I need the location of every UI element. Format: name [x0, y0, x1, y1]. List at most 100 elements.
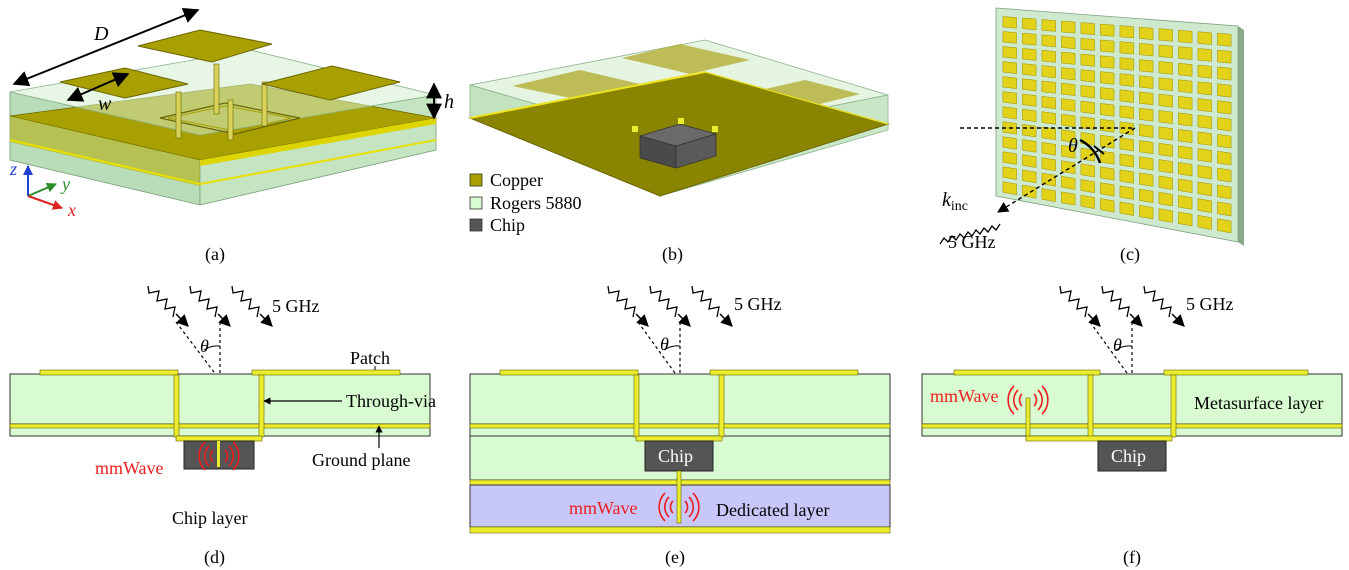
- unit-cell: [1217, 32, 1232, 47]
- unit-cell: [1100, 23, 1115, 37]
- unit-cell: [1022, 32, 1037, 46]
- unit-cell: [1080, 194, 1095, 209]
- unit-cell: [1041, 65, 1056, 79]
- unit-cell: [1178, 178, 1193, 193]
- unit-cell: [1178, 195, 1193, 210]
- unit-cell: [1100, 182, 1115, 197]
- unit-cell: [1002, 151, 1017, 165]
- unit-cell: [1158, 61, 1173, 75]
- unit-cell: [1139, 26, 1154, 40]
- substrate-f: [921, 373, 1343, 425]
- unit-cell: [1002, 31, 1017, 44]
- theta-label-e: θ: [660, 334, 669, 354]
- incident-wave: [1059, 285, 1088, 318]
- incident-wave: [189, 285, 218, 318]
- panel-a-unit-cell: D w h z y x (a): [9, 7, 454, 265]
- freq-label-d: 5 GHz: [272, 296, 320, 316]
- incident-waves-d: [147, 285, 273, 327]
- caption-a: (a): [205, 244, 225, 265]
- mmwave-arc: [688, 496, 694, 518]
- unit-cell: [1178, 62, 1193, 77]
- unit-cell: [1217, 150, 1232, 166]
- unit-cell: [1178, 162, 1193, 177]
- mmwave-arc: [1007, 385, 1015, 415]
- incident-arrow: [1129, 313, 1143, 327]
- unit-cell: [1139, 124, 1154, 138]
- unit-cell: [1002, 61, 1017, 74]
- coordinate-axes: z y x: [9, 159, 76, 220]
- axis-y-label: y: [60, 174, 70, 194]
- incident-wave: [649, 285, 678, 318]
- legend-label-copper: Copper: [490, 170, 543, 190]
- legend-swatch-rogers: [469, 196, 483, 210]
- unit-cell: [1061, 51, 1076, 65]
- unit-cell: [1217, 134, 1232, 149]
- unit-cell: [1100, 166, 1115, 181]
- unit-cell: [1061, 160, 1076, 175]
- unit-cell: [1158, 159, 1173, 174]
- patch-d-right: [251, 369, 401, 376]
- unit-cell: [1217, 83, 1232, 98]
- unit-cell: [1197, 48, 1212, 62]
- axis-z-label: z: [9, 159, 17, 179]
- theta-label-f: θ: [1113, 335, 1122, 355]
- unit-cell: [1100, 198, 1115, 213]
- unit-cell: [1197, 131, 1212, 146]
- unit-cell: [1080, 179, 1095, 194]
- mmwave-arc: [228, 445, 234, 467]
- unit-cell: [1002, 166, 1017, 180]
- unit-cell: [1002, 181, 1017, 196]
- unit-cell: [1119, 89, 1134, 103]
- unit-cell: [1119, 25, 1134, 39]
- unit-cell: [1080, 53, 1095, 67]
- unit-cell: [1178, 129, 1193, 144]
- unit-cell: [1041, 188, 1056, 202]
- unit-cell: [1217, 201, 1232, 217]
- panel-b-bottom-view: Copper Rogers 5880 Chip (b): [468, 39, 890, 265]
- incident-arrow: [1171, 313, 1185, 327]
- unit-cell: [1158, 77, 1173, 91]
- metasurface-board: [995, 7, 1239, 243]
- unit-cell: [1022, 63, 1037, 76]
- unit-cell: [1158, 142, 1173, 157]
- chip-layer-label: Chip layer: [172, 508, 247, 528]
- unit-cell: [1100, 71, 1115, 85]
- unit-cell: [1022, 93, 1037, 107]
- incident-wave: [607, 285, 636, 318]
- unit-cell: [1002, 46, 1017, 59]
- mmwave-label-d: mmWave: [95, 458, 164, 478]
- unit-cell: [1080, 69, 1095, 83]
- legend-swatch-chip: [469, 218, 483, 232]
- theta-label-c: θ: [1068, 135, 1078, 157]
- unit-cell: [1139, 91, 1154, 106]
- unit-cell: [1022, 78, 1037, 92]
- unit-cell: [1100, 134, 1115, 149]
- incident-arrow: [635, 313, 649, 327]
- mmwave-arc: [198, 441, 206, 471]
- k-inc-label: kinc: [942, 189, 968, 214]
- unit-cell: [1178, 112, 1193, 127]
- mmwave-arc: [684, 500, 689, 514]
- legend: Copper Rogers 5880 Chip: [469, 170, 582, 235]
- unit-cell: [1197, 64, 1212, 79]
- chip-f: [1097, 440, 1167, 472]
- unit-cell: [1119, 185, 1134, 200]
- unit-cell: [1080, 37, 1095, 51]
- unit-cell: [1100, 87, 1115, 101]
- unit-cell: [1178, 79, 1193, 94]
- dimension-D-label: D: [93, 23, 109, 45]
- unit-cell: [1119, 137, 1134, 152]
- mmwave-arc: [1041, 385, 1049, 415]
- dedicated-layer-label: Dedicated layer: [716, 500, 829, 520]
- unit-cell: [1139, 140, 1154, 155]
- mmwave-arc: [224, 449, 229, 463]
- unit-cell: [1100, 39, 1115, 53]
- caption-e: (e): [665, 547, 685, 568]
- incident-arrow: [719, 313, 733, 327]
- unit-cell: [1041, 34, 1056, 48]
- unit-cell: [1041, 126, 1056, 141]
- unit-cell: [1197, 81, 1212, 96]
- unit-cell: [1002, 16, 1017, 29]
- unit-cell: [1197, 215, 1212, 230]
